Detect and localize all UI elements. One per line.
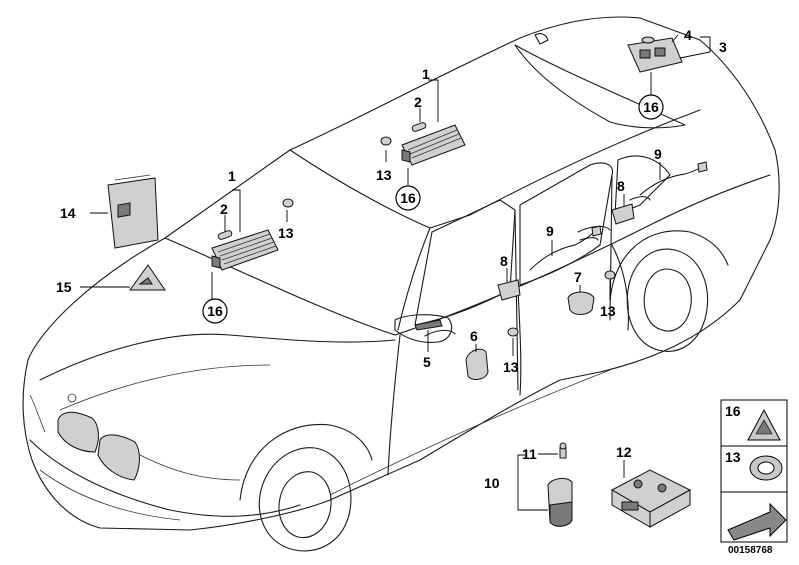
callout-label: 13: [376, 167, 392, 183]
callout-label: 11: [522, 446, 537, 462]
callout-label: 9: [546, 223, 554, 239]
callout-labels: 1 2 13 1 2 13 3 4 5 6 7 8 8 9 9 10 11 12…: [56, 27, 727, 491]
callout-label: 8: [500, 253, 508, 269]
legend-label-16: 16: [725, 403, 741, 419]
legend-panel: 16 13: [720, 399, 788, 543]
callout-label: 1: [228, 168, 236, 184]
callout-label: 6: [470, 328, 478, 344]
callout-label: 2: [414, 94, 422, 110]
callout-label: 13: [278, 225, 294, 241]
interior-lamp-front-part: [211, 229, 279, 271]
warning-triangle-part: [129, 264, 166, 291]
callout-label: 15: [56, 279, 72, 295]
car-outline: [22, 16, 780, 552]
callout-label: 16: [643, 99, 659, 115]
door-lamp-part-rear: [611, 203, 635, 225]
wiring-harness-parts: [529, 161, 708, 271]
grommet-parts: [282, 136, 616, 337]
callout-label: 4: [684, 27, 692, 43]
callout-label: 12: [616, 444, 632, 460]
callout-label: 8: [617, 178, 625, 194]
arrow-icon: [727, 502, 787, 541]
document-number: 00158768: [728, 545, 773, 556]
circled-callouts: 16 16 16: [202, 94, 664, 324]
callout-label: 16: [400, 190, 416, 206]
mirror-lamp-part: [414, 319, 443, 331]
bulb-part-front: [217, 230, 233, 240]
triangle-label-icon: [747, 408, 781, 441]
leader-lines: [80, 34, 711, 511]
bulb-part-rear: [411, 122, 427, 132]
callout-label: 13: [503, 359, 519, 375]
callout-label: 1: [422, 66, 430, 82]
callout-label: 3: [719, 39, 727, 55]
flashlight-part: [547, 442, 573, 527]
legend-label-13: 13: [725, 449, 741, 465]
callout-label: 9: [654, 146, 662, 162]
grommet-icon: [749, 455, 783, 481]
callout-label: 16: [207, 303, 223, 319]
callout-label: 7: [574, 269, 582, 285]
reading-lamp-part: [627, 36, 683, 73]
callout-label: 5: [423, 354, 431, 370]
callout-label: 13: [600, 303, 616, 319]
glovebox-lamp-part: [107, 174, 159, 249]
callout-label: 10: [484, 475, 500, 491]
door-lamp-part-front: [497, 279, 521, 301]
step-lamp-part: [567, 291, 595, 315]
callout-label: 14: [60, 205, 76, 221]
lamp-kit-part: [610, 469, 692, 528]
interior-lamp-rear-part: [401, 124, 466, 166]
callout-label: 2: [220, 201, 228, 217]
door-lamp-part: [465, 348, 489, 380]
